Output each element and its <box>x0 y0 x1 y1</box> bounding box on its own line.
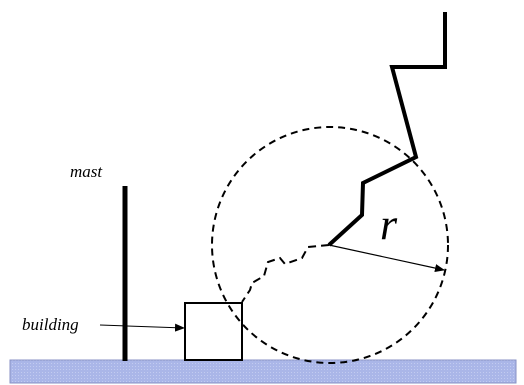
ground <box>9 359 517 384</box>
lightning-leader <box>327 12 447 247</box>
building-label: building <box>22 315 79 334</box>
building <box>184 302 243 361</box>
rolling-sphere <box>211 126 449 364</box>
building-pointer-arrow <box>99 323 185 332</box>
radius-label: r <box>380 200 398 249</box>
mast-label: mast <box>70 162 103 181</box>
lightning-leader-dashed <box>241 244 330 303</box>
radius-arrow <box>328 244 445 272</box>
